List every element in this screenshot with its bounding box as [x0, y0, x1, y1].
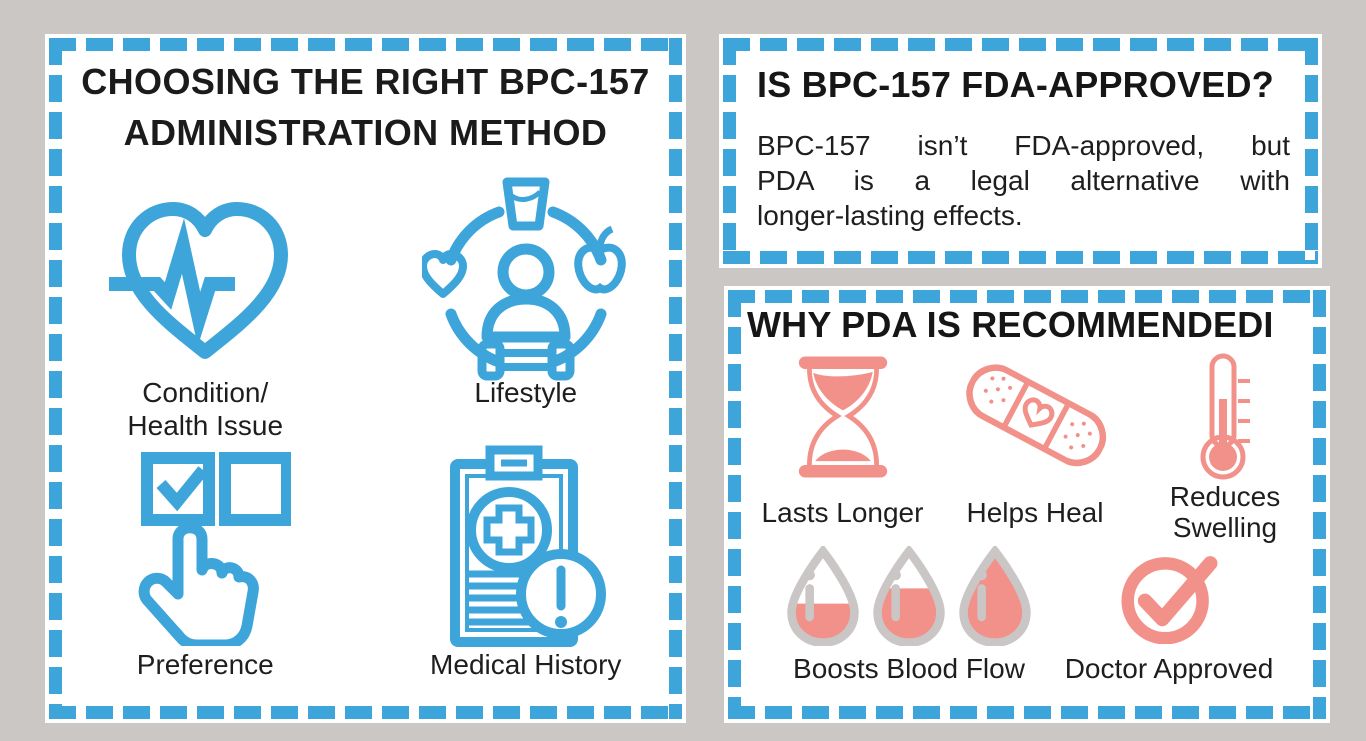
- condition-label: Condition/ Health Issue: [127, 377, 284, 441]
- heart-pulse-icon: [109, 202, 289, 359]
- medical-history-icon-box: [443, 445, 609, 647]
- title-line-1: CHOOSING THE RIGHT BPC-157: [81, 61, 650, 102]
- doctor-approved-label: Doctor Approved: [1064, 652, 1274, 684]
- boosts-blood-flow-item: Boosts Blood Flow: [774, 544, 1044, 688]
- helps-heal-item: Helps Heal: [945, 354, 1125, 544]
- helps-heal-label: Helps Heal: [966, 496, 1104, 528]
- pda-benefits-row-1: Lasts Longer: [724, 353, 1330, 544]
- fda-body-line-1: BPC-157 isn’t FDA-approved, but: [757, 130, 1290, 161]
- lasts-longer-icon-box: [795, 354, 891, 480]
- preference-item: Preference: [45, 446, 366, 681]
- check-circle-icon: [1121, 556, 1218, 644]
- lifestyle-item: Lifestyle: [366, 177, 687, 442]
- checkbox-hand-icon: [138, 452, 292, 646]
- title-line-2: ADMINISTRATION METHOD: [123, 112, 608, 153]
- lifestyle-icon-box: [421, 177, 630, 381]
- blood-drop-mid-icon: [873, 546, 945, 646]
- doctor-approved-icon-box: [1119, 544, 1219, 648]
- lasts-longer-item: Lasts Longer: [740, 354, 945, 544]
- blood-flow-icon-box: [783, 544, 1035, 648]
- preference-label: Preference: [136, 649, 274, 680]
- pda-benefits-row-2: Boosts Blood Flow Doctor Approved: [724, 544, 1330, 688]
- reduces-swelling-icon-box: [1188, 353, 1262, 480]
- lifestyle-label: Lifestyle: [474, 377, 578, 408]
- doctor-approved-item: Doctor Approved: [1044, 544, 1294, 688]
- lasts-longer-label: Lasts Longer: [761, 496, 924, 528]
- blood-drops-icon: [783, 546, 1035, 646]
- medical-history-icon: [449, 445, 606, 647]
- left-panel-title: CHOOSING THE RIGHT BPC-157 ADMINISTRATIO…: [45, 34, 686, 158]
- pda-panel-title: WHY PDA IS RECOMMENDEDI: [747, 304, 1274, 345]
- fda-panel-title: IS BPC-157 FDA-APPROVED?: [757, 64, 1274, 105]
- preference-icon-box: [119, 446, 292, 646]
- boosts-blood-flow-label: Boosts Blood Flow: [793, 652, 1025, 684]
- dashed-border-top: [723, 38, 1318, 51]
- administration-method-panel: CHOOSING THE RIGHT BPC-157 ADMINISTRATIO…: [45, 34, 686, 723]
- condition-icon-box: [107, 186, 303, 374]
- bandage-icon: [966, 363, 1107, 466]
- blood-drop-full-icon: [959, 546, 1031, 646]
- medical-history-label: Medical History: [430, 649, 622, 680]
- reduces-swelling-item: Reduces Swelling: [1125, 353, 1325, 544]
- condition-item: Condition/ Health Issue: [45, 186, 366, 442]
- why-pda-panel: WHY PDA IS RECOMMENDEDI Lasts Longer: [724, 286, 1330, 723]
- fda-body-line-2: PDA is a legal alternative with: [757, 165, 1290, 196]
- hourglass-icon: [798, 356, 887, 478]
- lifestyle-icon: [421, 177, 626, 381]
- bandage-rotation-wrap: [954, 354, 1116, 480]
- fda-approved-panel: IS BPC-157 FDA-APPROVED? BPC-157 isn’t F…: [719, 34, 1322, 268]
- medical-history-item: Medical History: [366, 445, 687, 681]
- helps-heal-icon-box: [960, 354, 1110, 480]
- fda-body-line-3: longer-lasting effects.: [757, 200, 1023, 231]
- blood-drop-low-icon: [787, 546, 859, 646]
- thermometer-icon: [1200, 353, 1250, 480]
- method-factors-grid: Condition/ Health Issue: [45, 177, 687, 681]
- fda-panel-body: BPC-157 isn’t FDA-approved, but PDA is a…: [757, 128, 1290, 233]
- reduces-swelling-label: Reduces Swelling: [1169, 481, 1281, 543]
